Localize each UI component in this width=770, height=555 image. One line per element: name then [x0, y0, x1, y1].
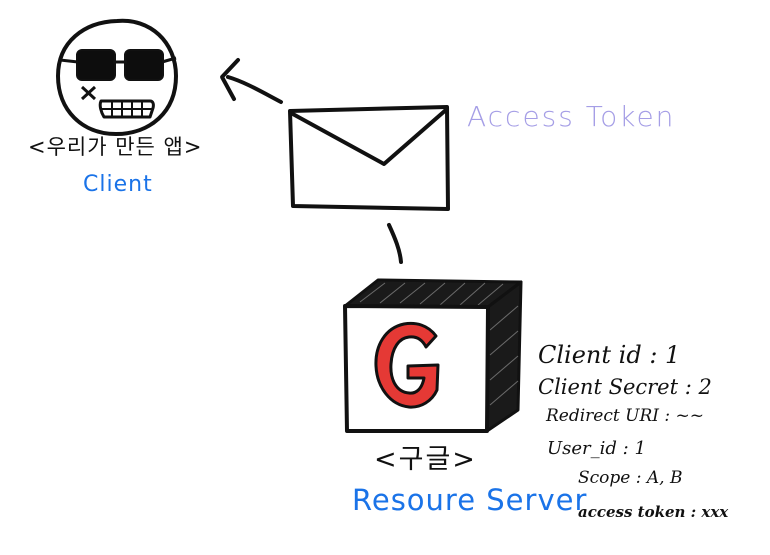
detail-scope: Scope : A, B: [578, 470, 682, 487]
connector-line: [389, 225, 401, 262]
client-role-label: Client: [83, 174, 153, 196]
client-app-label: <우리가 만든 앱>: [28, 137, 202, 158]
detail-redirect-uri: Redirect URI : ~~: [546, 408, 704, 425]
envelope-icon: [290, 107, 448, 209]
detail-user-id: User_id : 1: [547, 440, 646, 458]
google-server-box-icon: [345, 280, 521, 431]
detail-client-secret: Client Secret : 2: [538, 377, 712, 398]
google-logo-icon: [376, 323, 438, 407]
detail-access-token: access token : xxx: [578, 505, 728, 520]
detail-client-id: Client id : 1: [538, 343, 680, 367]
access-token-label: Access Token: [467, 103, 675, 131]
arrow-up-left-icon: [222, 60, 281, 102]
server-name-label: <구글>: [374, 446, 477, 473]
sunglasses-face-icon: [58, 21, 176, 134]
server-role-label: Resoure Server: [352, 486, 587, 515]
